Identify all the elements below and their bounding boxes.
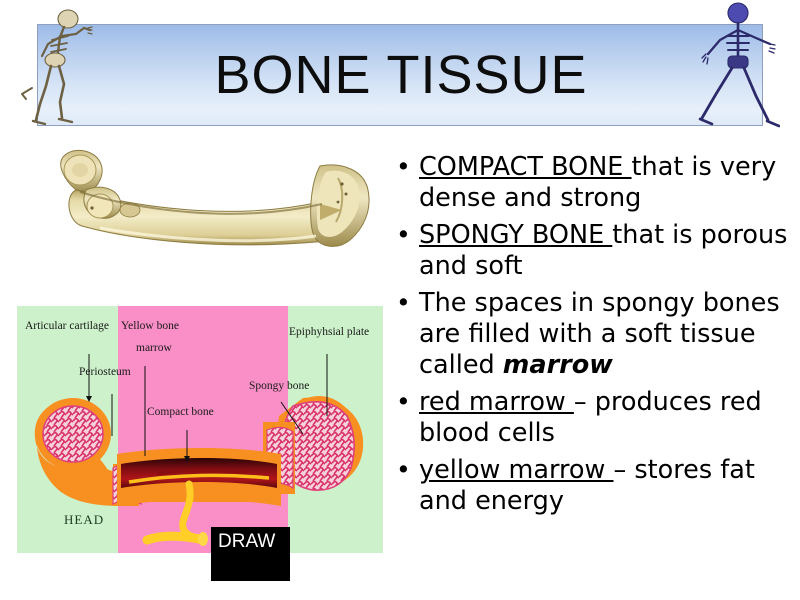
bone-cross-section-diagram: Articular cartilage Yellow bone marrow E… bbox=[17, 306, 383, 553]
walking-skeleton-right-icon bbox=[694, 0, 781, 136]
label-yellow-bone: Yellow bone bbox=[121, 320, 179, 332]
bullet-underlined-term: SPONGY BONE bbox=[419, 220, 613, 250]
bullet-text: The spaces in spongy bones are filled wi… bbox=[419, 288, 780, 380]
list-item: • COMPACT BONE that is very dense and st… bbox=[392, 152, 792, 214]
list-item: • The spaces in spongy bones are filled … bbox=[392, 288, 792, 381]
bullet-underlined-term: red marrow bbox=[419, 387, 574, 417]
label-head: HEAD bbox=[64, 512, 105, 527]
label-articular-cartilage: Articular cartilage bbox=[25, 320, 109, 332]
bullet-text: that is very dense and strong bbox=[419, 152, 777, 213]
bullet-marker: • bbox=[396, 288, 411, 317]
bullet-text: – produces red blood cells bbox=[419, 387, 762, 448]
bullet-list: • COMPACT BONE that is very dense and st… bbox=[392, 152, 792, 523]
running-skeleton-left-icon bbox=[20, 4, 100, 132]
label-periosteum: Periosteum bbox=[79, 366, 131, 378]
label-marrow: marrow bbox=[136, 342, 172, 354]
draw-annotation-box: DRAW bbox=[211, 527, 290, 581]
bullet-text: that is porous and soft bbox=[419, 220, 788, 281]
bullet-underlined-term: yellow marrow bbox=[419, 455, 614, 485]
diaphysis-pink-band bbox=[118, 306, 288, 553]
bullet-text: – stores fat and energy bbox=[419, 455, 755, 516]
bullet-marker: • bbox=[396, 387, 411, 416]
bullet-marker: • bbox=[396, 220, 411, 249]
list-item: • red marrow – produces red blood cells bbox=[392, 387, 792, 449]
label-compact-bone: Compact bone bbox=[147, 406, 214, 418]
bullet-marker: • bbox=[396, 152, 411, 181]
label-epiphysial-plate: Epiphyhsial plate bbox=[289, 326, 370, 338]
page-title: BONE TISSUE bbox=[214, 45, 588, 105]
list-item: • yellow marrow – stores fat and energy bbox=[392, 455, 792, 517]
title-banner: BONE TISSUE bbox=[37, 24, 763, 126]
femur-bone-image bbox=[20, 144, 388, 296]
label-spongy-bone: Spongy bone bbox=[249, 380, 310, 392]
bullet-underlined-term: COMPACT BONE bbox=[419, 152, 632, 182]
list-item: • SPONGY BONE that is porous and soft bbox=[392, 220, 792, 282]
bullet-marker: • bbox=[396, 455, 411, 484]
bullet-emphasis-term: marrow bbox=[502, 350, 613, 380]
